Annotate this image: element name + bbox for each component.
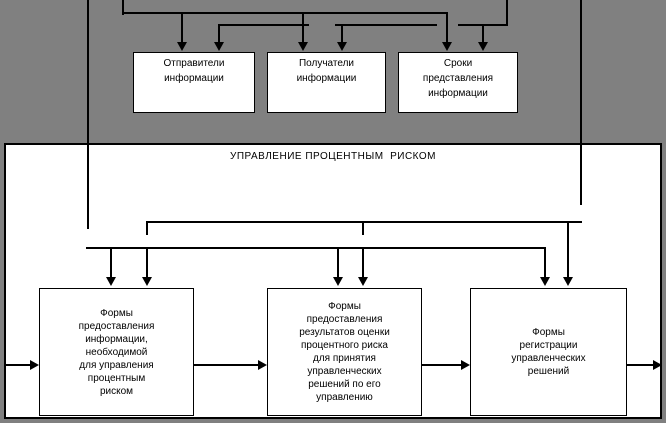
bottom-box-forms-results-line: управленческих — [307, 366, 382, 377]
arrow-upper-to-registration-shaft — [567, 221, 569, 277]
bottom-box-forms-results-line: управлению — [316, 392, 373, 403]
bottom-box-forms-info-line: риском — [99, 385, 134, 397]
bottom-box-forms-results-line: для принятия — [313, 353, 376, 364]
arrowhead-down — [563, 277, 573, 286]
bottom-box-forms-registration: Формы регистрации управленческих решений — [470, 288, 627, 416]
arrowhead-down — [442, 42, 452, 51]
arrow-b-to-senders-shaft — [218, 24, 220, 42]
bottom-box-forms-info-line: процентным — [87, 372, 146, 384]
connector-stub-left — [146, 221, 148, 235]
bottom-box-forms-info-line: для управления — [79, 359, 154, 371]
top-box-terms-line: представления — [422, 73, 494, 84]
arrowhead-down — [478, 42, 488, 51]
arrowhead-down — [298, 42, 308, 51]
connector-vertical-to-line-a — [122, 0, 124, 15]
connector-line-b-seg1 — [218, 24, 309, 26]
top-box-senders-line: Отправители — [163, 58, 225, 69]
top-box-receivers-line: Получатели — [298, 58, 355, 69]
arrow-c-to-forms-results-shaft-1 — [337, 247, 339, 277]
top-box-terms-line: Сроки — [443, 58, 473, 69]
connector-inner-upper-line — [146, 221, 582, 223]
arrowhead-down — [142, 277, 152, 286]
flow-arrow-results-to-registration-shaft — [421, 364, 462, 366]
arrow-c-to-forms-info-shaft-2 — [146, 247, 148, 277]
top-box-senders-line: информации — [164, 73, 224, 84]
arrow-a-to-terms-shaft — [446, 12, 448, 42]
top-box-receivers: Получатели информации — [267, 52, 386, 113]
flow-arrow-info-to-results-shaft — [194, 364, 259, 366]
bottom-box-forms-registration-line: регистрации — [519, 340, 578, 351]
arrowhead-down — [333, 277, 343, 286]
arrowhead-right — [653, 360, 662, 370]
bottom-box-forms-results-line: решений по его — [308, 379, 381, 390]
bottom-box-forms-results-line: Формы — [328, 301, 361, 312]
connector-inner-lower-line — [86, 247, 546, 249]
bottom-box-forms-info-line: информации, — [85, 333, 148, 345]
flow-arrow-registration-out-shaft — [626, 364, 654, 366]
arrowhead-down — [214, 42, 224, 51]
connector-stub-middle — [362, 221, 364, 235]
bottom-box-forms-results-line: результатов оценки — [299, 327, 390, 338]
bottom-box-forms-info-line: Формы — [100, 307, 133, 319]
arrow-c-to-forms-info-shaft-1 — [110, 247, 112, 277]
arrowhead-right — [30, 360, 39, 370]
arrow-a-to-senders-shaft — [181, 12, 183, 42]
bottom-box-forms-info-line: предоставления — [78, 320, 155, 332]
arrow-a-to-receivers-shaft — [302, 12, 304, 42]
arrow-c-to-registration-shaft — [544, 247, 546, 277]
top-box-senders: Отправители информации — [133, 52, 255, 113]
arrowhead-down — [177, 42, 187, 51]
bottom-box-forms-info-line: необходимой — [85, 346, 148, 358]
top-box-terms: Сроки представления информации — [398, 52, 518, 113]
connector-vertical-to-line-b — [506, 0, 508, 26]
flow-arrow-into-forms-info-shaft — [6, 364, 31, 366]
arrowhead-right — [258, 360, 267, 370]
arrow-c-to-forms-results-shaft-2 — [362, 247, 364, 277]
top-box-receivers-line: информации — [296, 73, 357, 84]
bottom-box-forms-registration-line: Формы — [532, 327, 565, 338]
bottom-box-forms-results: Формы предоставления результатов оценки … — [267, 288, 422, 416]
arrowhead-down — [106, 277, 116, 286]
panel-title: УПРАВЛЕНИЕ ПРОЦЕНТНЫМ РИСКОМ — [229, 151, 437, 162]
bottom-box-forms-info: Формы предоставления информации, необход… — [39, 288, 194, 416]
top-box-terms-line: информации — [428, 88, 488, 99]
connector-vertical-right — [580, 0, 582, 205]
arrowhead-down — [337, 42, 347, 51]
connector-vertical-left — [87, 0, 89, 229]
arrow-b-to-receivers-shaft — [341, 24, 343, 42]
connector-line-a — [122, 12, 448, 14]
connector-line-b-seg2 — [335, 24, 437, 26]
arrowhead-down — [358, 277, 368, 286]
bottom-box-forms-results-line: процентного риска — [301, 340, 388, 351]
bottom-box-forms-registration-line: управленческих — [511, 353, 586, 364]
bottom-box-forms-registration-line: решений — [527, 366, 570, 377]
arrowhead-down — [540, 277, 550, 286]
arrow-b-to-terms-shaft — [482, 24, 484, 42]
bottom-box-forms-results-line: предоставления — [306, 314, 383, 325]
arrowhead-right — [461, 360, 470, 370]
